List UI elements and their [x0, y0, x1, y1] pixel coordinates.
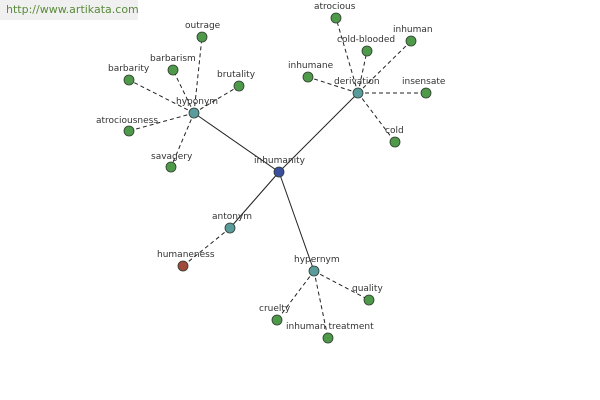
node-label-derivation[interactable]: derivation — [334, 77, 380, 87]
graph-node-antonym[interactable]: antonym — [212, 212, 252, 234]
node-dot-cruelty[interactable] — [271, 314, 283, 326]
node-label-center[interactable]: inhumanity — [254, 156, 306, 166]
edges-layer — [128, 17, 426, 339]
node-dot-quality[interactable] — [363, 294, 375, 306]
edge-derivation-atrocious — [335, 17, 359, 94]
site-url-banner[interactable]: http://www.artikata.com — [0, 0, 139, 20]
node-label-barbarity[interactable]: barbarity — [108, 64, 150, 74]
node-dot-cold[interactable] — [389, 136, 401, 148]
graph-node-insensate[interactable]: insensate — [402, 77, 446, 99]
graph-node-barbarism[interactable]: barbarism — [150, 54, 196, 76]
node-label-quality[interactable]: quality — [352, 284, 383, 294]
edge-hyponym-barbarity — [128, 79, 195, 114]
edge-derivation-inhuman — [357, 40, 412, 94]
edge-derivation-inhumane — [307, 76, 359, 94]
graph-node-cold-blooded[interactable]: cold-blooded — [337, 35, 395, 57]
node-dot-center[interactable] — [273, 166, 285, 178]
node-label-atrociousness[interactable]: atrociousness — [96, 116, 158, 126]
node-dot-hyponym[interactable] — [188, 107, 200, 119]
node-label-inhuman-treatment[interactable]: inhuman treatment — [286, 322, 374, 332]
node-label-humaneness[interactable]: humaneness — [157, 250, 215, 260]
graph-node-cruelty[interactable]: cruelty — [259, 304, 291, 326]
node-label-antonym[interactable]: antonym — [212, 212, 252, 222]
node-dot-atrociousness[interactable] — [123, 125, 135, 137]
graph-node-derivation[interactable]: derivation — [334, 77, 380, 99]
graph-node-atrocious[interactable]: atrocious — [314, 2, 356, 24]
graph-node-hyponym[interactable]: hyponym — [176, 97, 218, 119]
node-label-brutality[interactable]: brutality — [217, 70, 256, 80]
graph-node-inhuman[interactable]: inhuman — [393, 25, 433, 47]
edge-antonym-humaneness — [182, 227, 231, 267]
graph-node-hypernym[interactable]: hypernym — [294, 255, 340, 277]
node-label-cold-blooded[interactable]: cold-blooded — [337, 35, 395, 45]
edge-hypernym-quality — [313, 270, 370, 301]
graph-node-humaneness[interactable]: humaneness — [157, 250, 215, 272]
node-dot-inhumane[interactable] — [302, 71, 314, 83]
node-label-insensate[interactable]: insensate — [402, 77, 446, 87]
node-dot-brutality[interactable] — [233, 80, 245, 92]
graph-node-outrage[interactable]: outrage — [185, 21, 221, 43]
node-dot-atrocious[interactable] — [330, 12, 342, 24]
node-dot-barbarity[interactable] — [123, 74, 135, 86]
graph-node-center[interactable]: inhumanity — [254, 156, 306, 178]
node-dot-inhuman-treatment[interactable] — [322, 332, 334, 344]
graph-node-inhuman-treatment[interactable]: inhuman treatment — [286, 322, 374, 344]
node-label-inhumane[interactable]: inhumane — [288, 61, 334, 71]
edge-hyponym-outrage — [193, 36, 203, 114]
node-dot-barbarism[interactable] — [167, 64, 179, 76]
node-dot-savagery[interactable] — [165, 161, 177, 173]
node-label-atrocious[interactable]: atrocious — [314, 2, 356, 12]
edge-center-antonym — [229, 171, 280, 229]
graph-node-barbarity[interactable]: barbarity — [108, 64, 150, 86]
edge-hypernym-cruelty — [276, 270, 315, 321]
node-dot-outrage[interactable] — [196, 31, 208, 43]
graph-node-quality[interactable]: quality — [352, 284, 383, 306]
node-label-outrage[interactable]: outrage — [185, 21, 221, 31]
node-dot-derivation[interactable] — [352, 87, 364, 99]
graph-node-savagery[interactable]: savagery — [151, 152, 193, 173]
edge-hypernym-inhuman-treatment — [313, 270, 329, 339]
node-dot-hypernym[interactable] — [308, 265, 320, 277]
node-label-inhuman[interactable]: inhuman — [393, 25, 433, 35]
node-label-hypernym[interactable]: hypernym — [294, 255, 340, 265]
edge-hyponym-atrociousness — [128, 112, 195, 132]
node-label-barbarism[interactable]: barbarism — [150, 54, 196, 64]
edge-hyponym-savagery — [170, 112, 195, 168]
graph-node-brutality[interactable]: brutality — [217, 70, 256, 92]
graph-node-inhumane[interactable]: inhumane — [288, 61, 334, 83]
node-label-savagery[interactable]: savagery — [151, 152, 193, 162]
graph-node-cold[interactable]: cold — [385, 126, 404, 148]
node-dot-cold-blooded[interactable] — [361, 45, 373, 57]
edge-hyponym-barbarism — [172, 69, 195, 114]
node-label-hyponym[interactable]: hyponym — [176, 97, 218, 107]
node-dot-antonym[interactable] — [224, 222, 236, 234]
node-dot-humaneness[interactable] — [177, 260, 189, 272]
node-label-cold[interactable]: cold — [385, 126, 404, 136]
edge-hyponym-brutality — [193, 85, 240, 114]
node-dot-inhuman[interactable] — [405, 35, 417, 47]
edge-center-hypernym — [278, 171, 315, 272]
edge-center-derivation — [278, 92, 359, 173]
node-label-cruelty[interactable]: cruelty — [259, 304, 291, 314]
edge-derivation-cold — [357, 92, 396, 143]
node-dot-insensate[interactable] — [420, 87, 432, 99]
edge-derivation-cold-blooded — [357, 50, 368, 94]
graph-node-atrociousness[interactable]: atrociousness — [96, 116, 158, 137]
edge-center-hyponym — [193, 112, 280, 173]
